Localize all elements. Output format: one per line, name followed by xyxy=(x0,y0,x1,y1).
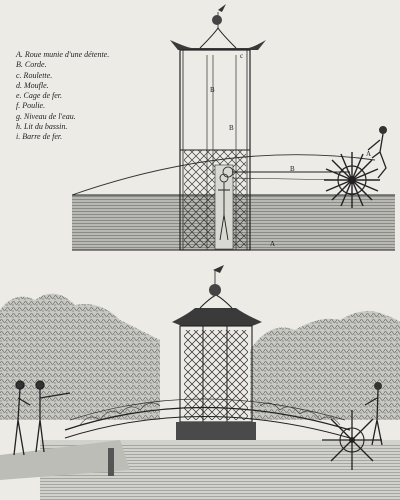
bottom-pavilion xyxy=(172,265,262,470)
top-wheel-with-operator xyxy=(324,126,387,208)
legend-item-c: c. Roulette. xyxy=(16,70,53,80)
top-cross-section xyxy=(71,4,395,251)
legend-item-d: d. Moufle. xyxy=(16,80,49,90)
marker-b-middle: B xyxy=(229,124,234,132)
bottom-people-left xyxy=(13,380,71,456)
legend-list: A. Roue munie d'une détente. B. Corde. c… xyxy=(16,50,109,143)
legend-item-h: h. Lit du bassin. xyxy=(16,122,68,132)
marker-b-upper: B xyxy=(210,86,215,94)
bottom-wheel-with-operator xyxy=(322,382,383,470)
legend-item-a: A. Roue munie d'une détente. xyxy=(16,50,110,59)
bottom-garden-view xyxy=(0,265,400,500)
legend-item-i: i. Barre de fer. xyxy=(16,132,63,142)
legend-item-e: e. Cage de fer. xyxy=(16,91,62,101)
top-cage-tower xyxy=(170,4,266,251)
bottom-bridge xyxy=(64,398,351,439)
marker-a-floor: A xyxy=(270,240,276,248)
legend-item-b: B. Corde. xyxy=(16,60,47,70)
marker-c: c xyxy=(240,52,244,60)
marker-a-wheel: A xyxy=(366,150,372,158)
marker-b-rope: B xyxy=(290,165,295,173)
legend-item-g: g. Niveau de l'eau. xyxy=(16,111,76,121)
legend-item-f: f. Poulie. xyxy=(16,101,46,111)
